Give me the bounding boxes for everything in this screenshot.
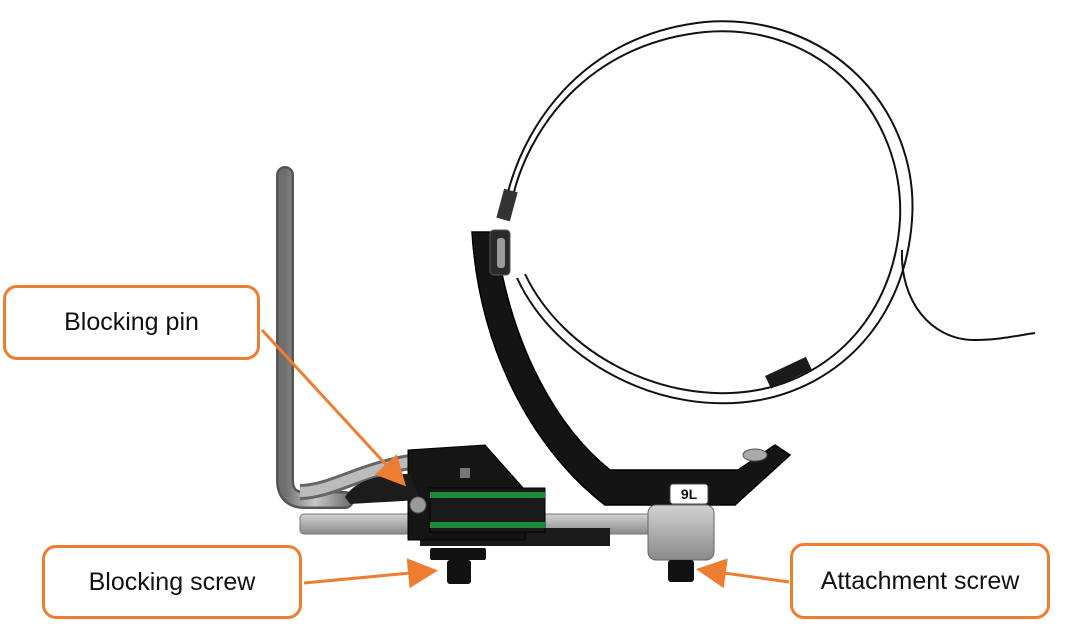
- curved-arm: 9L: [471, 229, 792, 506]
- label-blocking-pin: Blocking pin: [64, 308, 199, 336]
- attachment-post: [647, 504, 715, 582]
- label-attachment-screw: Attachment screw: [820, 566, 1020, 595]
- slider-block: [345, 444, 546, 541]
- head-ring: [496, 20, 1036, 405]
- arrow-blocking-screw: [303, 558, 438, 589]
- callout-blocking-screw: Blocking screw: [42, 545, 302, 619]
- callout-attachment-screw: Attachment screw: [790, 543, 1050, 619]
- callout-blocking-pin: Blocking pin: [3, 285, 260, 360]
- blocking-screw-part: [430, 548, 486, 584]
- arrow-attachment-screw: [696, 558, 790, 589]
- part-marking: 9L: [681, 486, 698, 502]
- vertical-rod: [276, 166, 412, 509]
- label-blocking-screw: Blocking screw: [88, 567, 256, 596]
- arrow-blocking-pin: [260, 328, 407, 487]
